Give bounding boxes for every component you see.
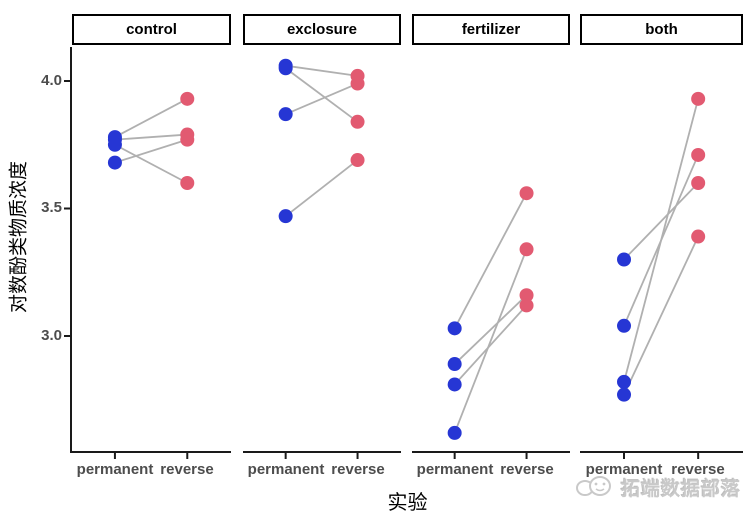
x-tick-label-reverse: reverse (160, 461, 214, 478)
pair-line (623, 98, 700, 383)
pair-line (285, 82, 358, 115)
facet-label: control (126, 21, 177, 38)
x-axis-title: 实验 (387, 492, 428, 514)
data-point-reverse (180, 176, 195, 190)
x-tick-label-permanent: permanent (76, 461, 154, 478)
data-point-permanent (107, 155, 122, 170)
x-tick-label-reverse: reverse (671, 461, 725, 478)
data-point-reverse (180, 91, 195, 106)
pair-line (285, 159, 359, 217)
facet-label: both (645, 21, 678, 38)
data-point-permanent (617, 387, 632, 402)
facet-label: exclosure (286, 21, 358, 38)
pair-line (114, 143, 188, 184)
data-point-permanent (278, 209, 293, 224)
data-point-permanent (617, 318, 632, 333)
data-point-reverse (691, 176, 706, 190)
pair-line (453, 304, 528, 386)
pair-line (453, 248, 528, 434)
data-point-reverse (350, 114, 365, 129)
y-tick-label-4.0: 4.0 (41, 72, 62, 89)
data-point-permanent (617, 374, 632, 389)
data-point-reverse (519, 242, 534, 257)
x-tick-label-permanent: permanent (416, 461, 494, 478)
facet-header-exclosure: exclosure (243, 14, 401, 45)
x-tick-label-reverse: reverse (500, 461, 554, 478)
data-point-reverse (519, 298, 534, 313)
data-point-reverse (180, 132, 195, 147)
facet-label: fertilizer (461, 21, 521, 38)
x-tick-label-permanent: permanent (247, 461, 325, 478)
data-point-reverse (691, 147, 706, 162)
pair-line (454, 294, 528, 365)
data-point-permanent (447, 321, 462, 336)
data-point-reverse (691, 229, 706, 244)
data-point-reverse (519, 186, 534, 201)
x-tick-label-permanent: permanent (585, 461, 663, 478)
data-point-reverse (350, 76, 365, 91)
pair-line (623, 236, 699, 396)
facet-header-control: control (72, 14, 231, 45)
data-point-reverse (350, 153, 365, 168)
data-point-reverse (691, 91, 706, 106)
data-point-permanent (447, 357, 462, 372)
data-point-permanent (447, 425, 462, 440)
y-tick-label-3.0: 3.0 (41, 327, 62, 344)
pair-line (114, 133, 188, 141)
data-point-permanent (617, 252, 632, 267)
facet-header-fertilizer: fertilizer (412, 14, 570, 45)
pair-line (623, 182, 699, 261)
data-point-reverse (519, 288, 534, 303)
y-axis-title: 对数酚类物质浓度 (8, 160, 30, 314)
pair-line (285, 67, 359, 123)
pair-line (285, 64, 358, 77)
data-point-permanent (278, 107, 293, 122)
pair-line (114, 98, 188, 138)
data-point-permanent (278, 61, 293, 76)
x-tick-label-reverse: reverse (331, 461, 385, 478)
pair-line (114, 138, 188, 164)
data-point-permanent (447, 377, 462, 392)
pair-line (453, 192, 528, 329)
y-tick-label-3.5: 3.5 (41, 199, 62, 216)
data-point-permanent (107, 137, 122, 152)
facet-header-both: both (580, 14, 743, 45)
